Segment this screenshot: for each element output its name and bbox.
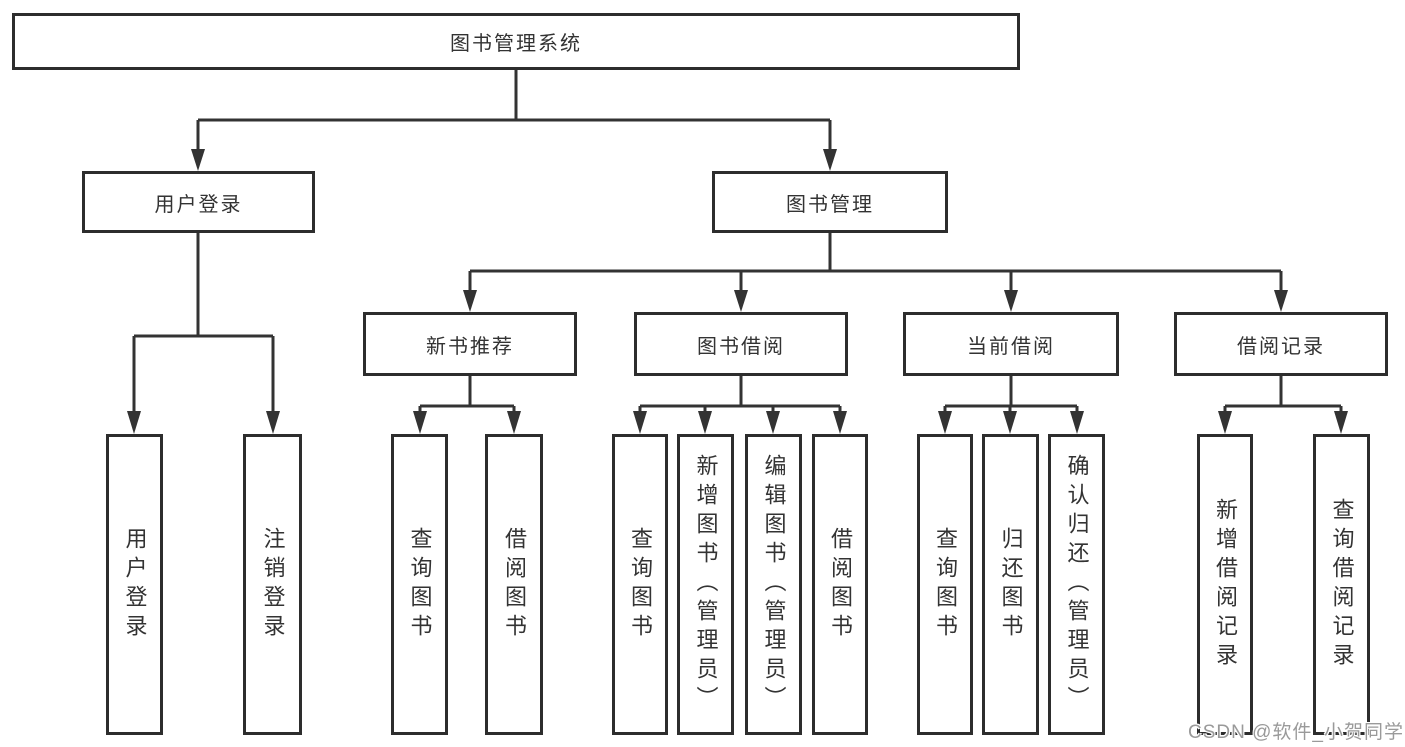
leaf-borrow-books-recommend: 借阅图书 (485, 434, 543, 735)
node-borrowing-records: 借阅记录 (1174, 312, 1388, 376)
node-current-borrowing: 当前借阅 (903, 312, 1119, 376)
leaf-user-login: 用户登录 (106, 434, 163, 735)
leaf-label: 借阅图书 (828, 526, 853, 643)
node-label: 图书管理 (786, 193, 874, 216)
leaf-add-book-admin: 新增图书（管理员） (677, 434, 734, 735)
leaf-query-borrow-record: 查询借阅记录 (1313, 434, 1370, 735)
leaf-label: 编辑图书（管理员） (761, 454, 787, 715)
node-label: 借阅记录 (1237, 335, 1325, 358)
node-library-management-system: 图书管理系统 (12, 13, 1020, 70)
leaf-label: 注销登录 (260, 526, 286, 643)
leaf-label: 查询图书 (933, 526, 958, 643)
leaf-query-books-recommend: 查询图书 (391, 434, 448, 735)
leaf-add-borrow-record: 新增借阅记录 (1197, 434, 1253, 735)
leaf-logout: 注销登录 (243, 434, 302, 735)
leaf-label: 新增图书（管理员） (693, 454, 719, 715)
node-user-login: 用户登录 (82, 171, 315, 233)
leaf-query-books-borrowing: 查询图书 (612, 434, 668, 735)
node-label: 图书管理系统 (450, 33, 582, 55)
leaf-confirm-return-admin: 确认归还（管理员） (1048, 434, 1105, 735)
leaf-label: 查询借阅记录 (1329, 497, 1355, 672)
node-book-borrowing: 图书借阅 (634, 312, 848, 376)
csdn-watermark: CSDN @软件_小贺同学 (1188, 722, 1404, 743)
node-new-book-recommend: 新书推荐 (363, 312, 577, 376)
leaf-label: 查询图书 (628, 526, 653, 643)
connector-arrowheads (127, 149, 1348, 434)
leaf-label: 归还图书 (998, 526, 1024, 643)
leaf-return-book: 归还图书 (982, 434, 1039, 735)
leaf-borrow-books-borrowing: 借阅图书 (812, 434, 868, 735)
node-label: 图书借阅 (697, 335, 785, 358)
node-label: 新书推荐 (426, 335, 514, 358)
leaf-label: 新增借阅记录 (1213, 497, 1238, 672)
leaf-edit-book-admin: 编辑图书（管理员） (745, 434, 802, 735)
leaf-label: 确认归还（管理员） (1064, 454, 1090, 715)
node-label: 用户登录 (154, 193, 243, 216)
node-book-management: 图书管理 (712, 171, 948, 233)
node-label: 当前借阅 (967, 335, 1055, 358)
leaf-label: 查询图书 (407, 526, 433, 643)
leaf-label: 用户登录 (122, 526, 148, 643)
leaf-query-books-current: 查询图书 (917, 434, 973, 735)
leaf-label: 借阅图书 (502, 526, 527, 643)
